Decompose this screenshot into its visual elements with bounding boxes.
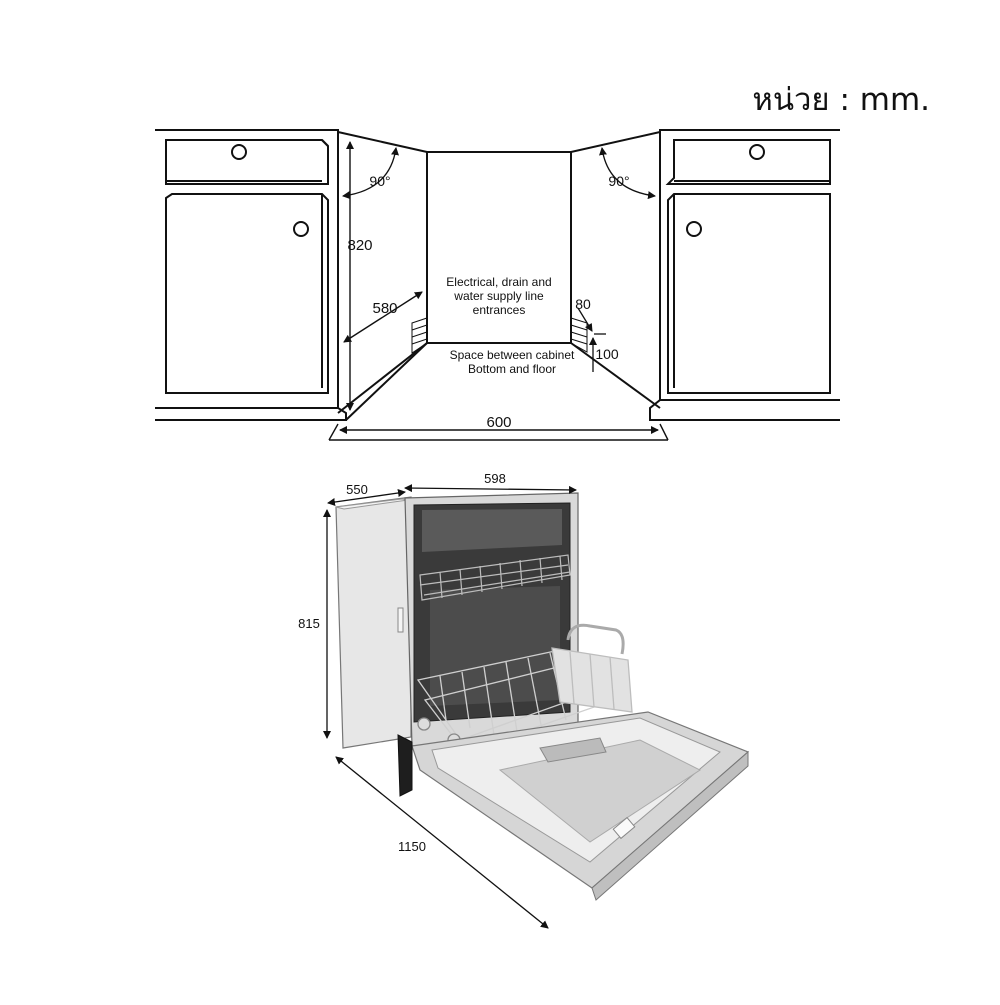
right-plinth-gap	[570, 317, 588, 353]
height-815-label: 815	[298, 616, 320, 631]
cabinet-niche-drawing: 90° 90° 820 580 600 Electrical, drain an…	[155, 129, 840, 441]
dishwasher-plinth	[397, 734, 413, 797]
width-598-label: 598	[484, 471, 506, 486]
right-cabinet	[649, 129, 840, 421]
service-note-line-2: water supply line	[453, 289, 544, 303]
open-depth-1150-label: 1150	[398, 839, 426, 854]
angle-left	[342, 147, 399, 200]
side-80-label: 80	[575, 296, 591, 312]
width-600-label: 600	[486, 414, 511, 431]
drawer-knob-icon	[231, 144, 247, 160]
upper-rack	[419, 554, 571, 601]
angle-right	[599, 147, 656, 200]
dimension-80	[577, 307, 606, 335]
service-note-line-3: entrances	[473, 303, 526, 317]
dishwasher-drawing	[335, 492, 750, 901]
door-knob-icon	[293, 221, 309, 237]
unit-label: หน่วย : mm.	[752, 82, 930, 118]
door-knob-icon	[686, 221, 702, 237]
drawer-knob-icon	[749, 144, 765, 160]
depth-550-label: 550	[346, 482, 368, 497]
gap-note-line-2: Bottom and floor	[468, 362, 556, 376]
dimension-598	[404, 484, 577, 494]
height-820-label: 820	[347, 237, 372, 254]
left-plinth-gap	[411, 317, 428, 354]
dimension-600	[328, 423, 669, 441]
dimension-550	[327, 489, 406, 506]
dimension-580	[343, 291, 423, 343]
cutlery-basket	[551, 623, 633, 713]
gap-note-line-1: Space between cabinet	[450, 348, 575, 362]
depth-580-label: 580	[372, 300, 397, 317]
left-cabinet	[155, 129, 347, 421]
service-note-line-1: Electrical, drain and	[446, 275, 551, 289]
angle-right-label: 90°	[608, 173, 629, 189]
dishwasher-door-open	[411, 711, 750, 901]
angle-left-label: 90°	[369, 173, 390, 189]
side-100-label: 100	[595, 346, 619, 362]
dimension-1150	[335, 756, 549, 929]
